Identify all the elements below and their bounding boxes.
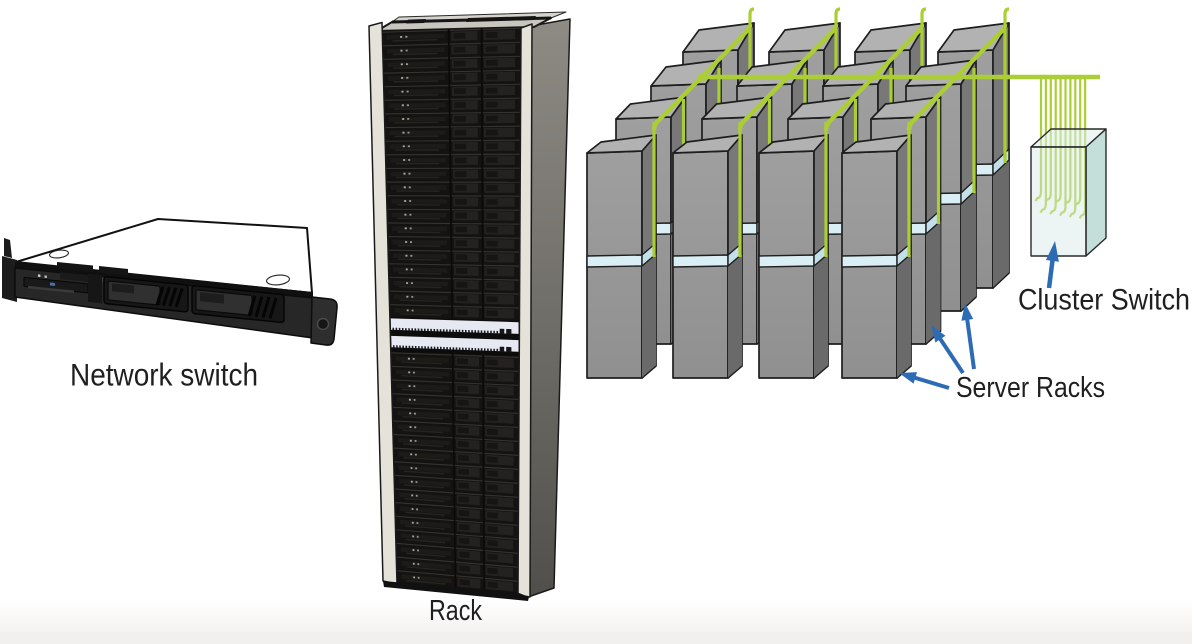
svg-text:Network switch: Network switch — [70, 358, 258, 393]
svg-text:Rack: Rack — [429, 595, 482, 627]
svg-text:Server Racks: Server Racks — [956, 372, 1105, 404]
svg-text:Cluster Switch: Cluster Switch — [1018, 284, 1190, 317]
